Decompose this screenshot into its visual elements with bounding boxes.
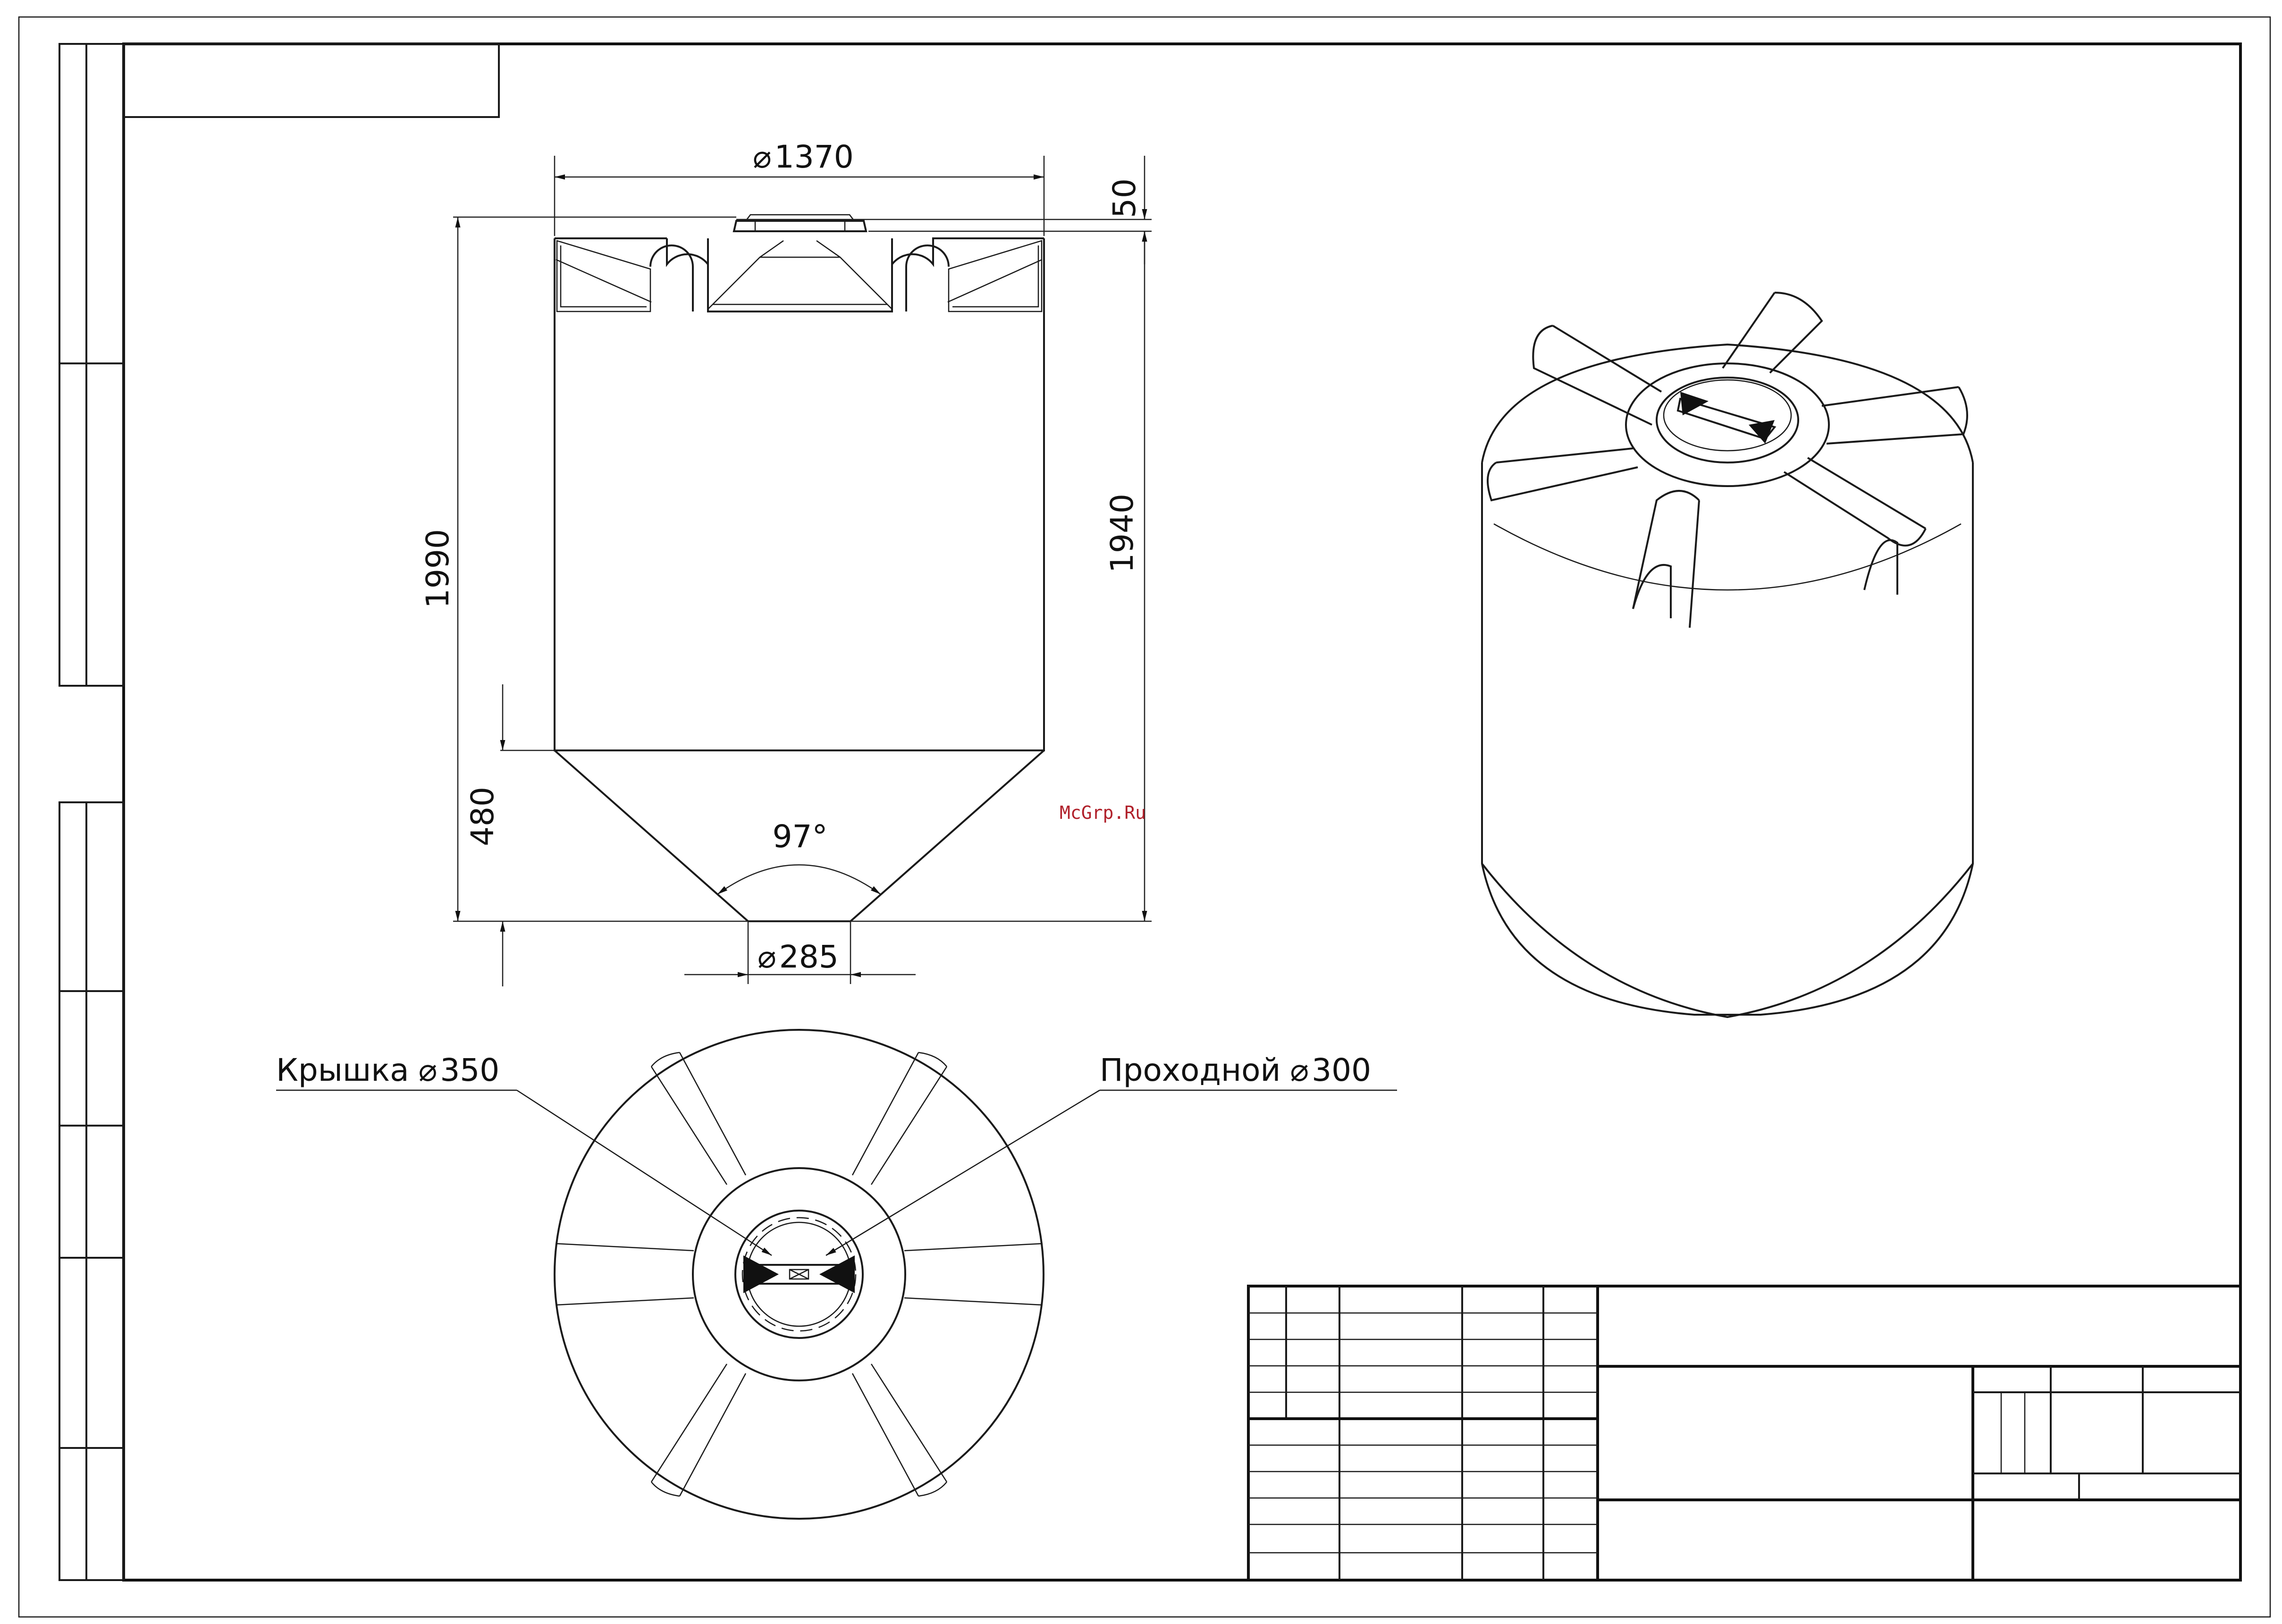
dim-height-cone: 480	[464, 787, 501, 846]
dim-height-body: 1940	[1104, 494, 1140, 573]
dim-diameter-outlet: ⌀285	[758, 939, 839, 975]
dim-height-total: 1990	[420, 529, 456, 608]
front-elevation	[555, 215, 1044, 921]
callout-manhole: Проходной⌀300	[1100, 1052, 1371, 1088]
dim-diameter-top: ⌀1370	[753, 139, 854, 175]
dim-lid-offset: 50	[1106, 178, 1143, 218]
dimension-lines	[453, 156, 1152, 986]
watermark: McGrp.Ru	[1060, 802, 1146, 823]
dim-cone-angle: 97°	[773, 818, 828, 855]
isometric-view	[1482, 293, 1973, 1017]
title-block	[1248, 1286, 2240, 1580]
top-plan-view	[276, 1030, 1397, 1519]
callout-lid: Крышка⌀350	[276, 1052, 499, 1088]
callout-texts: Крышка⌀350 Проходной⌀300	[276, 1052, 1371, 1088]
dimension-texts: ⌀1370 50 1990 1940 480 97° ⌀285	[420, 139, 1143, 975]
